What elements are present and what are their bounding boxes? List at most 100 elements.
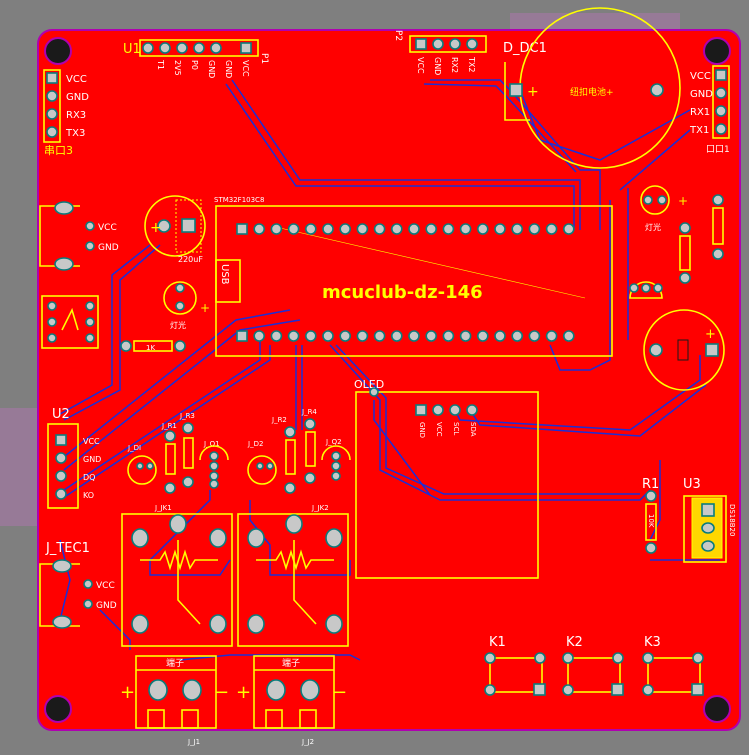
mcu-top-pad — [528, 223, 541, 235]
svg-text:+: + — [527, 84, 539, 100]
mcu-top-pad — [236, 223, 248, 235]
mcu-bottom-pad — [356, 330, 369, 342]
tracks — [59, 79, 720, 661]
mcu-top-pad — [511, 223, 524, 235]
r1-designator: R1 — [642, 477, 659, 492]
terminal-2: 端子 + − J_J2 — [236, 655, 347, 746]
j-r1-label: J_R1 — [161, 422, 177, 430]
j-r3-label: J_R3 — [179, 412, 195, 420]
u2-pin-2: GND — [83, 455, 101, 464]
transistor-top: + 灯光 — [163, 281, 210, 330]
p3-pin-3: RX1 — [690, 107, 710, 118]
u2-designator: U2 — [52, 407, 70, 422]
p2-pin-1: VCC — [416, 57, 425, 74]
mount-hole-tr — [703, 37, 731, 65]
svg-text:+: + — [120, 682, 135, 703]
p3-pin-1: VCC — [690, 71, 711, 82]
mcu-bottom-pad — [442, 330, 455, 342]
u2-pin-4: KO — [83, 491, 94, 500]
mcu-top-pad — [322, 223, 334, 235]
mcu-bottom-pad — [322, 330, 334, 342]
mcu-bottom-pad — [287, 330, 300, 342]
serial3-pin-4: TX3 — [65, 128, 85, 139]
mcu-top-pad — [304, 223, 317, 235]
u1-header: U1 P1 T1 2V5 P0 GND GND VCC — [123, 39, 269, 78]
mcu-top-pad — [390, 223, 403, 235]
mcu-bottom-pad — [562, 330, 575, 342]
p3-pin-4: TX1 — [689, 125, 709, 136]
oled-module: OLED GND VCC SCL SDA — [354, 378, 539, 579]
u1-designator: U1 — [123, 42, 141, 57]
battery-holder: D_DC1 + 纽扣电池+ — [503, 7, 681, 169]
cap-label: 220uF — [178, 255, 203, 264]
k3-designator: K3 — [644, 635, 661, 650]
driver-group-1: J_DI J_R1 J_R3 J_Q1 — [127, 412, 229, 494]
capacitor-220uf: + 220uF — [144, 195, 206, 264]
mcu-bottom-pad — [304, 330, 317, 342]
buzzer: + — [643, 309, 725, 391]
mcu-top-pad — [408, 223, 420, 235]
j-jk1-label: J_JK1 — [154, 504, 172, 512]
tec-connector: J_TEC1 VCC GND — [39, 541, 117, 629]
p2-designator: P2 — [393, 30, 403, 41]
p2-header: P2 VCC GND RX2 TX2 — [393, 30, 487, 75]
mcu-top-pad — [494, 223, 506, 235]
mcu-top-pad — [545, 223, 558, 235]
relay-2: J_JK2 — [237, 504, 349, 647]
d-dc1-designator: D_DC1 — [503, 41, 547, 56]
mcu-bottom-pad — [339, 330, 352, 342]
mcu-bottom-pad — [459, 330, 472, 342]
p2-pin-4: TX2 — [467, 56, 476, 72]
svg-text:+: + — [200, 301, 210, 315]
svg-text:+: + — [705, 327, 716, 342]
mcu-top-pad — [287, 223, 300, 235]
mcu-bottom-pad — [545, 330, 558, 342]
terminal-2-label: 端子 — [282, 657, 300, 669]
oled-pin-2: VCC — [435, 422, 443, 437]
serial3-title: 串口3 — [44, 144, 73, 157]
serial3-header: VCC GND RX3 TX3 串口3 — [43, 69, 89, 157]
u3-sensor: U3 DS18B20 — [683, 477, 736, 563]
resistor-1k: 1K — [120, 340, 186, 352]
j-j2-label: J_J2 — [301, 738, 314, 746]
r10k-label: 10K — [647, 514, 655, 528]
j-d2-label: J_D2 — [247, 440, 263, 448]
battery-label: 纽扣电池+ — [570, 86, 614, 98]
p2-pin-2: GND — [433, 57, 442, 75]
serial3-pin-1: VCC — [66, 74, 87, 85]
mcu-top-pad — [270, 223, 283, 235]
mcu-bottom-pad — [408, 330, 420, 342]
oled-pin-3: SCL — [452, 422, 460, 435]
mcu-bottom-pad — [494, 330, 506, 342]
j-di-label: J_DI — [127, 444, 141, 452]
mcu-top-pad — [476, 223, 489, 235]
mcu-top-pad — [425, 223, 438, 235]
mcu-top-pad — [442, 223, 455, 235]
mount-hole-br — [703, 695, 731, 723]
mcu-bottom-pad — [253, 330, 266, 342]
mount-hole-bl — [44, 695, 72, 723]
mounting-holes — [44, 37, 731, 723]
terminal-1-label: 端子 — [166, 657, 184, 669]
switch-block — [41, 295, 99, 349]
p3-title: 口口1 — [706, 145, 730, 155]
p3-pin-2: GND — [690, 89, 713, 100]
pwr-vcc: VCC — [98, 223, 117, 233]
u1-pin-2: 2V5 — [173, 60, 182, 76]
u1-pin-5: GND — [224, 60, 233, 78]
driver-group-2: J_D2 J_R2 J_R4 J_Q2 — [247, 408, 351, 494]
keepout-left — [0, 408, 40, 526]
j-tec1-designator: J_TEC1 — [45, 541, 90, 556]
tec-vcc: VCC — [96, 581, 115, 591]
u1-pin-1: T1 — [156, 59, 165, 70]
mount-hole-tl — [44, 37, 72, 65]
j-jk2-label: J_JK2 — [311, 504, 329, 512]
button-k1[interactable]: K1 — [484, 635, 546, 696]
button-k2[interactable]: K2 — [562, 635, 624, 696]
p1-label: P1 — [259, 53, 269, 64]
button-k3[interactable]: K3 — [642, 635, 704, 696]
mcu-top-pad — [562, 223, 575, 235]
u2-sensor: U2 VCC GND DQ KO — [47, 407, 101, 509]
k2-designator: K2 — [566, 635, 583, 650]
mcu-bottom-pad — [511, 330, 524, 342]
